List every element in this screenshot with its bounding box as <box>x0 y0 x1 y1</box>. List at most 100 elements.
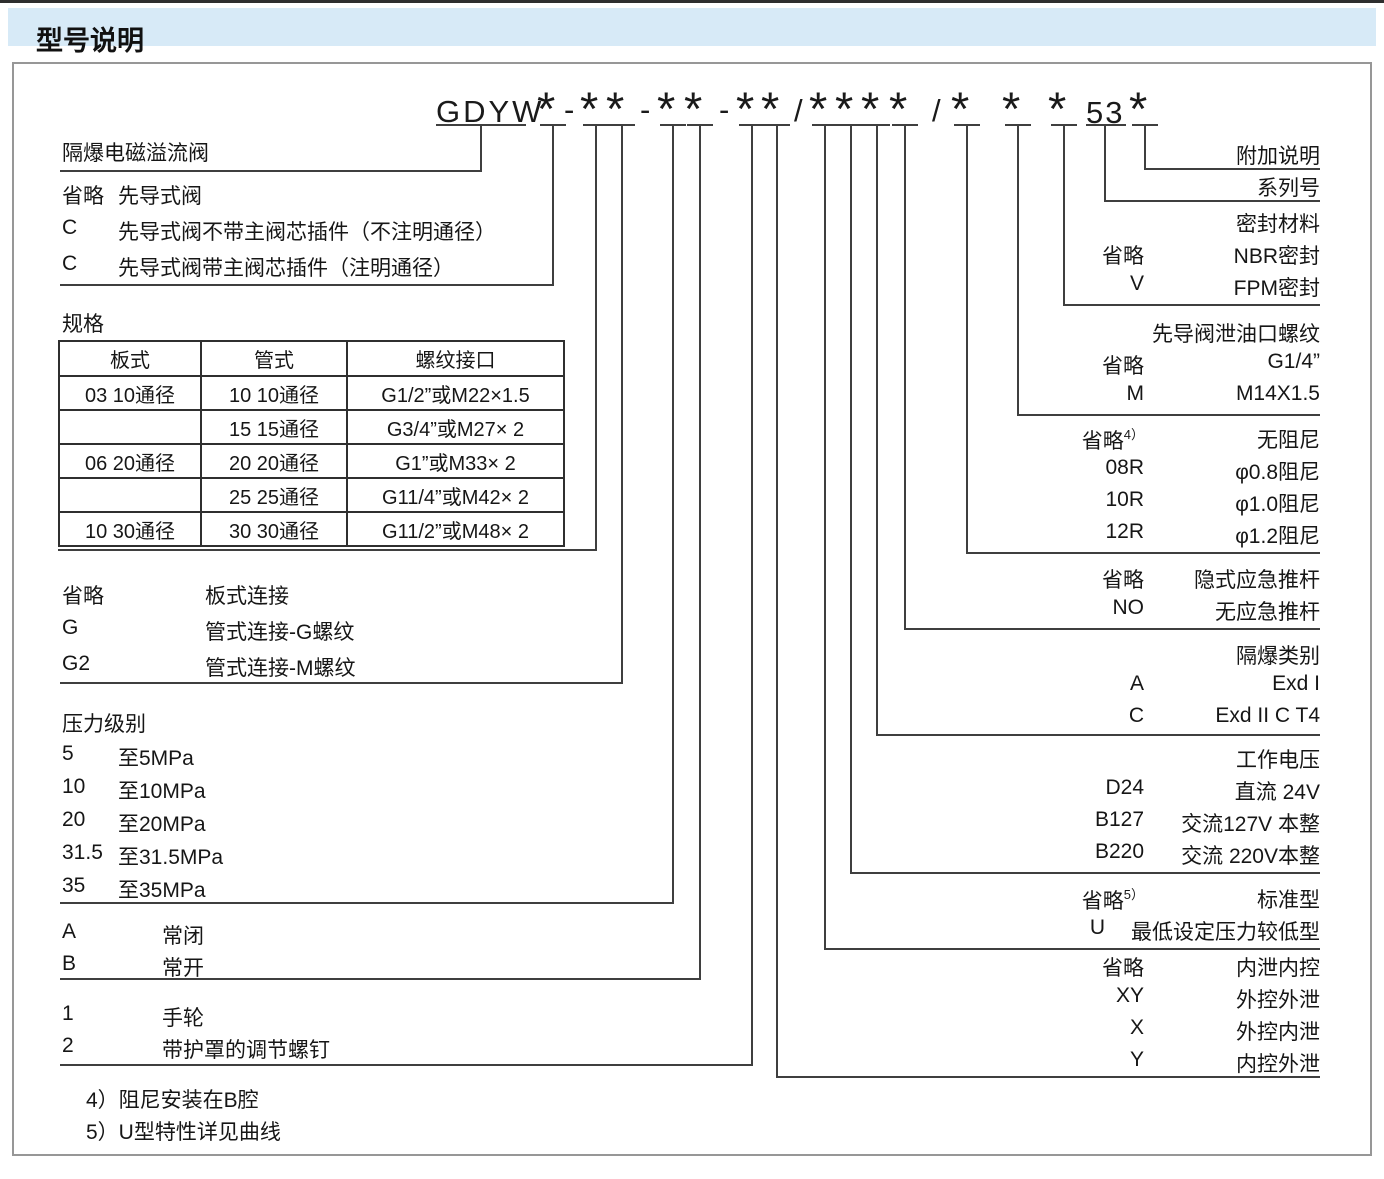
voltage-row: B127 交流127V 本整 <box>1080 808 1320 838</box>
spec-cell: 10 10通径 <box>200 375 348 411</box>
spec-label: 规格 <box>62 313 104 336</box>
pilot-code: C <box>62 252 78 275</box>
pilot-code: 省略 <box>62 185 104 208</box>
utype-code-sup: 5） <box>1123 887 1144 902</box>
pressure-title: 压力级别 <box>62 713 146 736</box>
pressure-desc: 至10MPa <box>118 780 206 803</box>
connection-code: 省略 <box>62 585 104 608</box>
spec-col-header: 板式 <box>58 340 202 377</box>
connector-line <box>552 124 554 286</box>
code-slash-1: / <box>794 93 803 128</box>
connector-line <box>1104 124 1106 202</box>
voltage-code: D24 <box>1105 776 1144 799</box>
pressure-desc: 至35MPa <box>118 879 206 902</box>
top-rule <box>0 0 1384 3</box>
seal-title: 密封材料 <box>1236 213 1320 236</box>
connection-row: G 管式连接-G螺纹 <box>62 616 354 646</box>
damping-code: 10R <box>1105 488 1144 511</box>
code-star-6: * <box>736 82 755 135</box>
connection-code: G <box>62 616 79 639</box>
damping-code-text: 省略 <box>1081 430 1124 453</box>
explosion-row: C Exd II C T4 <box>1080 704 1320 728</box>
connection-code: G2 <box>62 652 91 675</box>
control-code: Y <box>1129 1048 1144 1071</box>
adjust-desc: 手轮 <box>162 1007 204 1030</box>
code-star-11: * <box>889 82 908 135</box>
connector-line <box>776 124 778 1078</box>
voltage-code: B220 <box>1094 840 1144 863</box>
control-desc: 内控外泄 <box>1236 1053 1320 1076</box>
table-row: 06 20通径 20 20通径 G1”或M33× 2 <box>58 443 565 479</box>
pushrod-code: NO <box>1112 596 1145 619</box>
damping-row: 12R φ1.2阻尼 <box>1080 520 1320 550</box>
switch-row: A 常闭 <box>62 920 204 950</box>
underline-additional <box>1144 168 1320 170</box>
control-row: X 外控内泄 <box>1080 1016 1320 1046</box>
underline-utype-block <box>824 948 1320 950</box>
control-row: Y 内控外泄 <box>1080 1048 1320 1078</box>
adjust-code: 2 <box>62 1034 74 1057</box>
spec-col-header: 螺纹接口 <box>346 340 565 377</box>
code-dash-3: - <box>719 92 730 127</box>
code-star-15: * <box>1129 82 1148 135</box>
section-header-bar: 型号说明 <box>8 8 1376 56</box>
control-code: 省略 <box>1102 957 1144 980</box>
pressure-code: 35 <box>62 874 86 897</box>
footnote-5: 5）U型特性详见曲线 <box>86 1121 281 1144</box>
pushrod-desc: 无应急推杆 <box>1215 601 1320 624</box>
damping-row: 08R φ0.8阻尼 <box>1080 456 1320 486</box>
switch-row: B 常开 <box>62 952 204 982</box>
spec-cell: G3/4”或M27× 2 <box>346 409 565 445</box>
underline-connection-block <box>60 682 623 684</box>
drain-title: 先导阀泄油口螺纹 <box>1152 323 1320 346</box>
damping-desc: φ0.8阻尼 <box>1235 461 1320 484</box>
connector-line <box>904 124 906 630</box>
underline-pilot-block <box>60 284 554 286</box>
seal-row: 省略 NBR密封 <box>1080 240 1320 270</box>
damping-code: 08R <box>1105 456 1144 479</box>
pushrod-code: 省略 <box>1102 569 1144 592</box>
pressure-row: 10 至10MPa <box>62 775 206 805</box>
table-row: 25 25通径 G11/4”或M42× 2 <box>58 477 565 513</box>
damping-code: 省略4） <box>1080 424 1144 455</box>
switch-code: A <box>62 920 77 943</box>
seal-code: 省略 <box>1102 245 1144 268</box>
code-star-10: * <box>861 82 880 135</box>
pressure-row: 20 至20MPa <box>62 808 206 838</box>
tick-series <box>1086 124 1126 126</box>
explosion-row: A Exd I <box>1080 672 1320 696</box>
pressure-row: 35 至35MPa <box>62 874 206 904</box>
connector-line <box>621 124 623 684</box>
explosion-code: A <box>1129 672 1144 695</box>
control-code: XY <box>1115 984 1144 1007</box>
connector-line <box>751 124 753 1066</box>
code-star-9: * <box>835 82 854 135</box>
control-code: X <box>1129 1016 1144 1039</box>
connector-line <box>824 124 826 950</box>
code-star-3: * <box>606 82 625 135</box>
damping-code: 12R <box>1105 520 1144 543</box>
underline-explosion-block <box>876 734 1320 736</box>
damping-code-sup: 4） <box>1123 427 1144 442</box>
code-star-2: * <box>580 82 599 135</box>
connector-line <box>1144 124 1146 170</box>
seal-desc: FPM密封 <box>1233 277 1320 300</box>
spec-col-header: 管式 <box>200 340 348 377</box>
drain-code: M <box>1126 382 1145 405</box>
pushrod-desc: 隐式应急推杆 <box>1194 569 1320 592</box>
utype-code: 省略5） <box>1080 884 1144 915</box>
pressure-desc: 至31.5MPa <box>118 846 224 869</box>
damping-row: 10R φ1.0阻尼 <box>1080 488 1320 518</box>
pushrod-row: NO 无应急推杆 <box>1080 596 1321 626</box>
pilot-desc: 先导式阀 <box>118 185 202 208</box>
switch-desc: 常闭 <box>162 925 204 948</box>
utype-desc: 标准型 <box>1257 889 1320 912</box>
underline-voltage-block <box>850 872 1320 874</box>
damping-desc: φ1.2阻尼 <box>1235 525 1320 548</box>
voltage-desc: 直流 24V <box>1234 781 1320 804</box>
pilot-code: C <box>62 216 78 239</box>
code-star-13: * <box>1002 82 1021 135</box>
utype-code: U <box>1089 916 1105 939</box>
code-dash-1: - <box>564 92 575 127</box>
